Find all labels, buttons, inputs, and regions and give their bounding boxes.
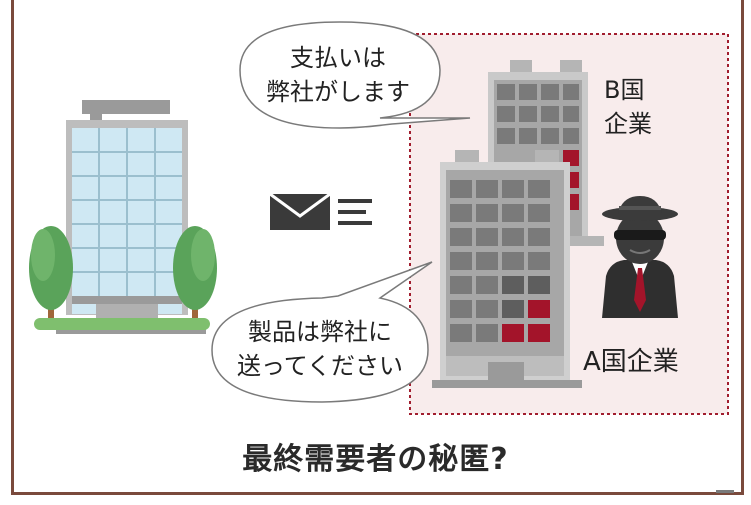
tree-icon (29, 226, 73, 320)
bushes (34, 318, 210, 330)
label-b-line1: B国 (604, 76, 644, 104)
bubble-bottom-line2: 送ってください (237, 352, 403, 380)
label-a: A国企業 (583, 347, 679, 377)
label-b-line2: 企業 (604, 110, 652, 138)
caption-title: 最終需要者の秘匿? (242, 442, 509, 477)
tree-icon (173, 226, 217, 320)
speech-bubble-top: 支払いは 弊社がします (239, 21, 471, 129)
bubble-bottom-line1: 製品は弊社に (248, 318, 392, 346)
bubble-top-line2: 弊社がします (266, 78, 410, 106)
spy-person-icon (602, 196, 678, 318)
envelope-icon (269, 192, 372, 230)
bubble-top-line1: 支払いは (290, 44, 386, 72)
speech-bubble-bottom: 製品は弊社に 送ってください (211, 261, 433, 403)
corner-mark (716, 490, 734, 493)
tall-building-a-icon (432, 150, 582, 388)
office-building-icon (56, 100, 206, 334)
